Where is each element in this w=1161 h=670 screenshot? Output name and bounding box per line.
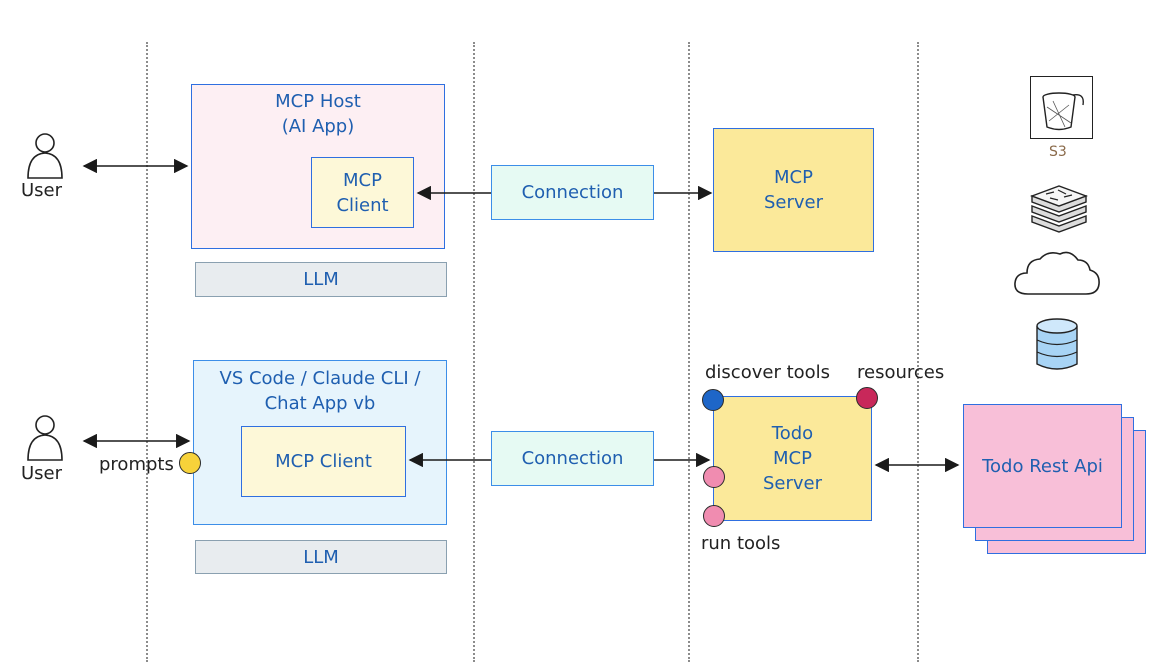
run-tools-label: run tools	[701, 533, 781, 554]
database-stack-icon	[1029, 185, 1089, 233]
database-icon	[1036, 318, 1078, 370]
todo-rest-api-box[interactable]: Todo Rest Api	[963, 404, 1122, 528]
vscode-host-title: VS Code / Claude CLI / Chat App vb	[219, 368, 421, 414]
user-label: User	[21, 463, 63, 484]
resources-label: resources	[857, 362, 945, 383]
mcp-host-title: MCP Host (AI App)	[275, 91, 361, 137]
mcp-client-box[interactable]: MCP Client	[311, 157, 414, 228]
lane-divider-3	[688, 42, 690, 662]
lane-divider-4	[917, 42, 919, 662]
llm-box[interactable]: LLM	[195, 262, 447, 297]
mcp-server-box[interactable]: MCP Server	[713, 128, 874, 252]
discover-tools-dot[interactable]	[702, 389, 724, 411]
s3-label: S3	[1049, 144, 1067, 160]
resources-dot[interactable]	[856, 387, 878, 409]
llm-box[interactable]: LLM	[195, 540, 447, 574]
run-tools-dot[interactable]	[703, 505, 725, 527]
connection-box[interactable]: Connection	[491, 165, 654, 220]
todo-mcp-server-box[interactable]: Todo MCP Server	[713, 396, 872, 521]
prompts-dot[interactable]	[179, 452, 201, 474]
lane-divider-1	[146, 42, 148, 662]
prompts-label: prompts	[99, 454, 174, 475]
mcp-client-box[interactable]: MCP Client	[241, 426, 406, 497]
discover-tools-label: discover tools	[705, 362, 831, 383]
s3-bucket-icon	[1030, 76, 1093, 139]
user-icon	[27, 415, 63, 461]
connection-box[interactable]: Connection	[491, 431, 654, 486]
user-icon	[27, 133, 63, 179]
run-tools-dot[interactable]	[703, 466, 725, 488]
lane-divider-2	[473, 42, 475, 662]
cloud-icon	[1014, 251, 1100, 295]
user-label: User	[21, 180, 63, 201]
